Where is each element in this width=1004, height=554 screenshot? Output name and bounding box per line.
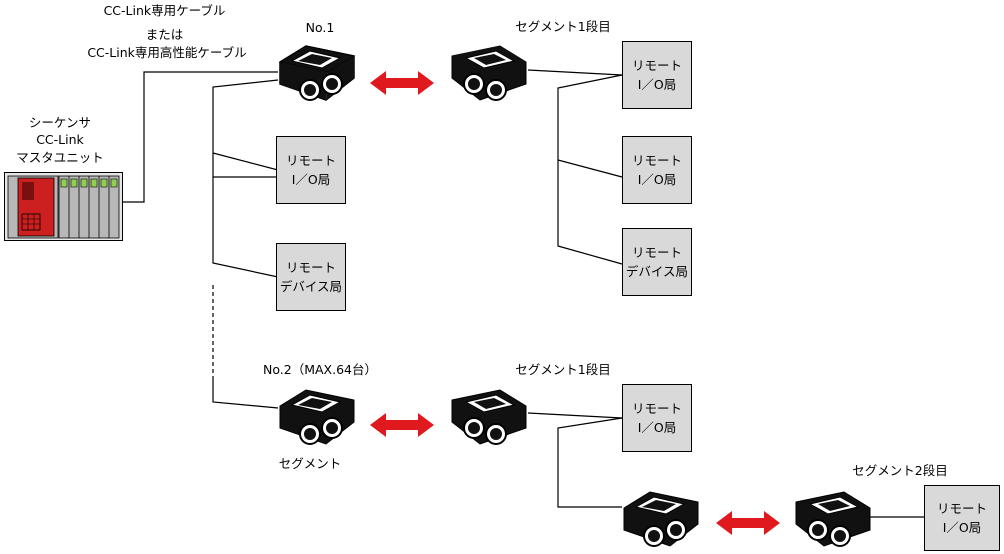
trunk-line-no2 — [212, 380, 279, 409]
repeater-bottom-right-icon — [451, 389, 527, 445]
master-cable-line — [122, 71, 278, 203]
station-line2: I／O局 — [637, 172, 677, 187]
seg1-top-drop — [557, 74, 623, 178]
trunk-line-upper — [212, 79, 279, 171]
station-remote-device-left: リモート デバイス局 — [276, 243, 346, 311]
station-line1: リモート — [631, 153, 682, 168]
plc-master-unit-icon — [4, 172, 123, 241]
master-label-line2: CC-Link — [36, 132, 84, 147]
link-arrow-bottom-icon — [370, 413, 434, 437]
seg1-top-line — [527, 69, 623, 76]
repeater-seg2-right-icon — [795, 491, 871, 547]
station-line1: リモート — [285, 153, 336, 168]
cable-label-line3: CC-Link専用高性能ケーブル — [87, 45, 247, 60]
station-line2: I／O局 — [942, 520, 982, 535]
segment-second-label: セグメント2段目 — [852, 463, 948, 478]
master-label-line3: マスタユニット — [16, 150, 104, 165]
station-line1: リモート — [936, 501, 987, 516]
station-line1: リモート — [631, 401, 682, 416]
station-line1: リモート — [285, 260, 336, 275]
master-label-line1: シーケンサ — [28, 115, 92, 130]
trunk-line-lower — [212, 177, 279, 278]
station-remote-io-bottom: リモート I／O局 — [622, 384, 692, 452]
station-remote-io-left: リモート I／O局 — [276, 136, 346, 204]
repeater-no1-icon — [278, 45, 356, 101]
seg1-top-drop2 — [557, 160, 623, 265]
seg1-bottom-line — [527, 412, 623, 419]
link-arrow-top-icon — [370, 71, 434, 95]
station-line2: I／O局 — [637, 77, 677, 92]
station-remote-io-seg2: リモート I／O局 — [924, 485, 1000, 551]
repeater-top-right-icon — [451, 45, 527, 101]
station-line2: I／O局 — [637, 420, 677, 435]
station-line1: リモート — [631, 245, 682, 260]
trunk-line-mid — [212, 153, 278, 178]
repeater-no1-label: No.1 — [305, 20, 335, 35]
station-remote-io-top2: リモート I／O局 — [622, 136, 692, 204]
repeater-seg2-left-icon — [623, 491, 699, 547]
repeater-no2-icon — [279, 389, 355, 445]
link-arrow-seg2-icon — [716, 511, 780, 535]
station-remote-device-top: リモート デバイス局 — [622, 228, 692, 296]
segment-top-label: セグメント1段目 — [515, 19, 611, 34]
repeater-no2-segment-label: セグメント — [278, 456, 342, 471]
cable-label-line2: または — [145, 27, 184, 42]
station-remote-io-top1: リモート I／O局 — [622, 41, 692, 109]
cable-label-line1: CC-Link専用ケーブル — [103, 3, 226, 18]
seg1-bottom-drop — [557, 417, 623, 508]
station-line2: デバイス局 — [279, 279, 343, 294]
segment-bottom-label: セグメント1段目 — [515, 362, 611, 377]
station-line1: リモート — [631, 58, 682, 73]
station-line2: I／O局 — [291, 172, 331, 187]
repeater-no2-label: No.2（MAX.64台） — [263, 362, 377, 377]
station-line2: デバイス局 — [625, 264, 689, 279]
